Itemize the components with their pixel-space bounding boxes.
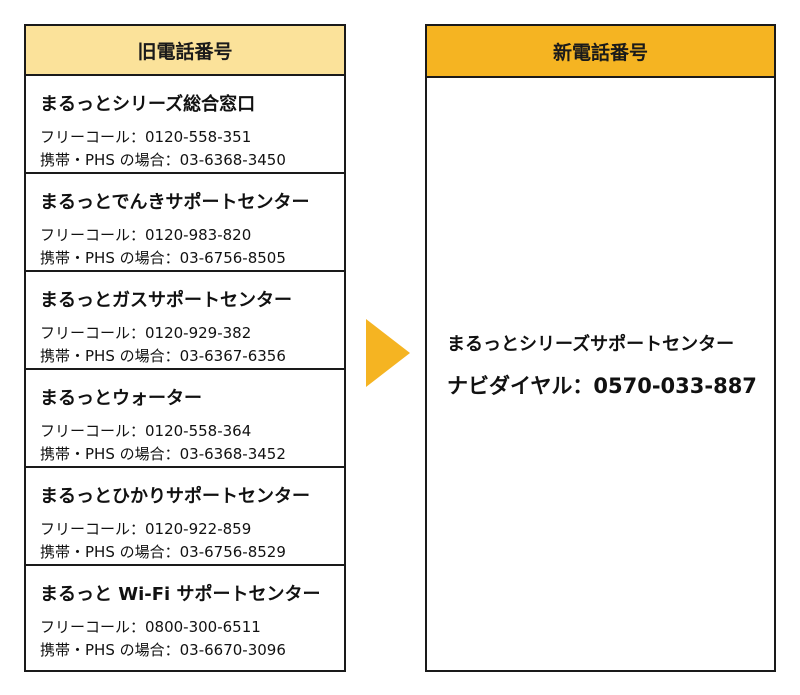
old-service-gas: まるっとガスサポートセンター フリーコール：0120-929-382 携帯・PH… bbox=[26, 272, 344, 370]
freecall-number: フリーコール：0120-558-364 bbox=[40, 422, 252, 440]
mobile-number: 携帯・PHS の場合：03-6368-3450 bbox=[40, 151, 286, 169]
navidial-number: ナビダイヤル：0570-033-887 bbox=[447, 374, 757, 398]
freecall-number: フリーコール：0120-558-351 bbox=[40, 128, 252, 146]
service-name: まるっとでんきサポートセンター bbox=[40, 192, 310, 213]
old-service-denki: まるっとでんきサポートセンター フリーコール：0120-983-820 携帯・P… bbox=[26, 174, 344, 272]
mobile-number: 携帯・PHS の場合：03-6368-3452 bbox=[40, 445, 286, 463]
freecall-number: フリーコール：0800-300-6511 bbox=[40, 618, 261, 636]
service-name: まるっとシリーズ総合窓口 bbox=[40, 94, 256, 115]
mobile-number: 携帯・PHS の場合：03-6756-8505 bbox=[40, 249, 286, 267]
old-service-hikari: まるっとひかりサポートセンター フリーコール：0120-922-859 携帯・P… bbox=[26, 468, 344, 566]
old-numbers-table: 旧電話番号 まるっとシリーズ総合窓口 フリーコール：0120-558-351 携… bbox=[24, 24, 346, 672]
freecall-number: フリーコール：0120-983-820 bbox=[40, 226, 252, 244]
old-service-series-general: まるっとシリーズ総合窓口 フリーコール：0120-558-351 携帯・PHS … bbox=[26, 76, 344, 174]
old-service-wifi: まるっと Wi-Fi サポートセンター フリーコール：0800-300-6511… bbox=[26, 566, 344, 664]
mobile-number: 携帯・PHS の場合：03-6367-6356 bbox=[40, 347, 286, 365]
freecall-number: フリーコール：0120-922-859 bbox=[40, 520, 252, 538]
right-triangle-arrow-icon bbox=[366, 319, 410, 387]
old-numbers-header: 旧電話番号 bbox=[26, 26, 344, 76]
new-numbers-body: まるっとシリーズサポートセンター ナビダイヤル：0570-033-887 bbox=[427, 76, 774, 670]
service-name: まるっと Wi-Fi サポートセンター bbox=[40, 584, 321, 605]
service-name: まるっとウォーター bbox=[40, 388, 202, 409]
new-service-name: まるっとシリーズサポートセンター bbox=[447, 334, 735, 355]
freecall-number: フリーコール：0120-929-382 bbox=[40, 324, 252, 342]
new-numbers-header: 新電話番号 bbox=[427, 26, 774, 78]
new-numbers-table: 新電話番号 まるっとシリーズサポートセンター ナビダイヤル：0570-033-8… bbox=[425, 24, 776, 672]
mobile-number: 携帯・PHS の場合：03-6670-3096 bbox=[40, 641, 286, 659]
service-name: まるっとひかりサポートセンター bbox=[40, 486, 310, 507]
service-name: まるっとガスサポートセンター bbox=[40, 290, 292, 311]
old-service-water: まるっとウォーター フリーコール：0120-558-364 携帯・PHS の場合… bbox=[26, 370, 344, 468]
mobile-number: 携帯・PHS の場合：03-6756-8529 bbox=[40, 543, 286, 561]
